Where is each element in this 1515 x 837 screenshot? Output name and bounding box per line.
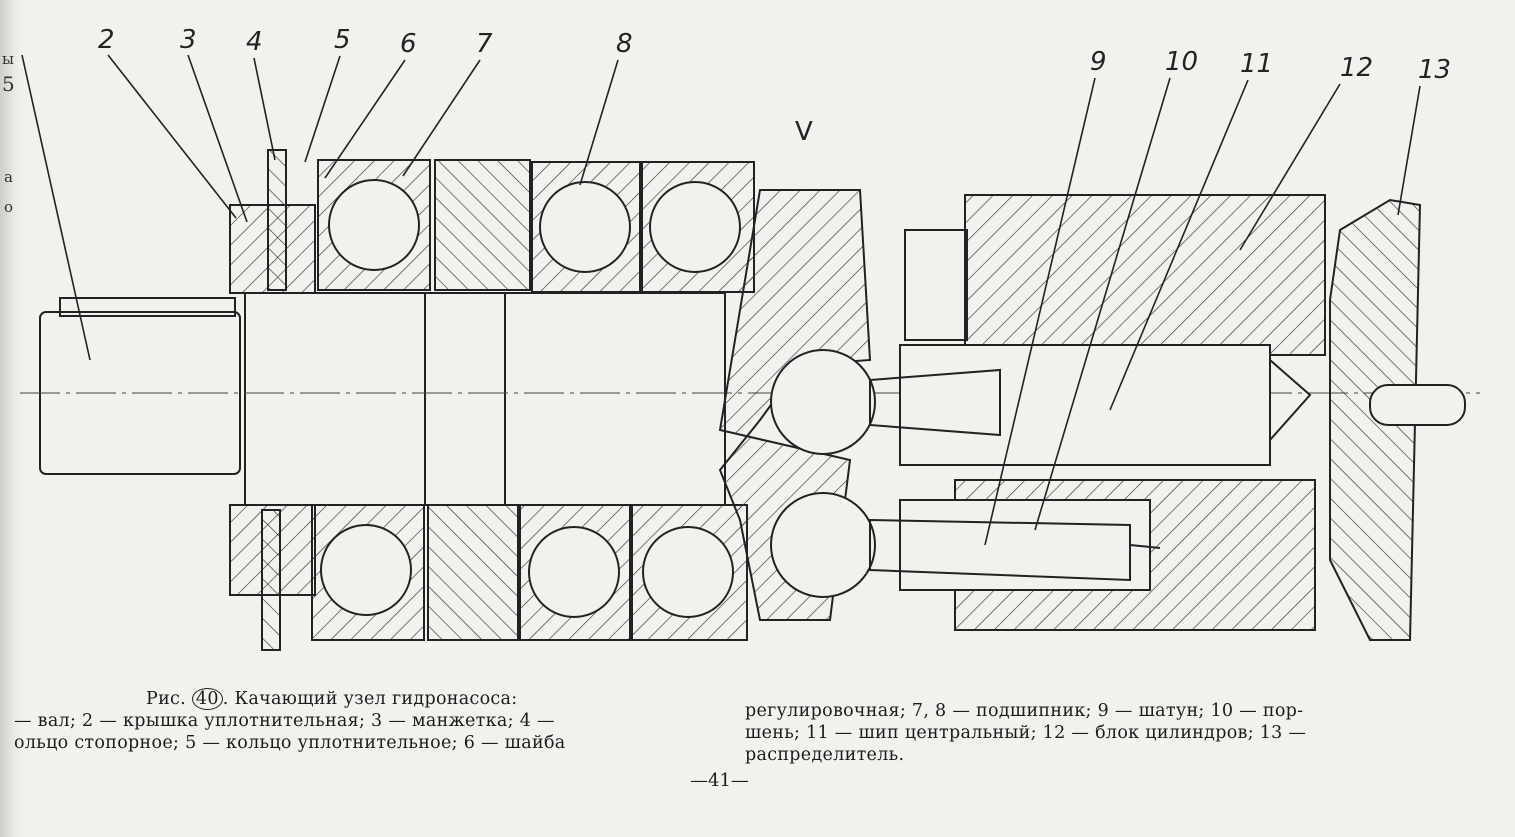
drive-flange [718,189,876,621]
caption-legend-right: регулировочная; 7, 8 — подшипник; 9 — ша… [745,700,1306,766]
caption-legend-left: — вал; 2 — крышка уплотнительная; 3 — ма… [14,710,566,754]
bearing-upper-row [317,159,755,293]
caption-line: шень; 11 — шип центральный; 12 — блок ци… [745,723,1307,743]
edge-fragment: а [4,168,13,186]
part-number-9: 9 [1090,47,1107,77]
part-number-3: 3 [180,25,197,55]
figure-caption-title: Рис. 40. Качающий узел гидронасоса: [146,688,518,710]
edge-fragment: о [4,198,14,216]
scan-binding-edge [0,0,22,837]
bearing-lower-row [311,504,748,641]
caption-title-text: Качающий узел гидронасоса: [234,689,518,709]
distributor [1329,198,1466,641]
caption-line: — вал; 2 — крышка уплотнительная; 3 — ма… [14,711,555,731]
part-number-5: 5 [334,25,351,55]
part-number-6: 6 [400,29,417,59]
view-label: V [795,117,813,147]
part-number-7: 7 [476,29,493,59]
part-number-11: 11 [1240,49,1273,79]
part-number-4: 4 [246,27,263,57]
part-number-10: 10 [1165,47,1198,77]
part-number-13: 13 [1418,55,1451,85]
caption-line: распределитель. [745,745,905,765]
piston-rod [869,368,1161,582]
edge-fragment: ы [2,50,14,68]
caption-figure-number: 40 [191,688,223,710]
part-leaders: 2 3 4 5 6 7 8 V 9 10 11 12 13 [21,25,1451,546]
drive-shaft [39,292,726,506]
part-number-2: 2 [98,25,115,55]
part-number-8: 8 [616,29,633,59]
edge-fragment: 5 [2,72,15,96]
seal-cover-assembly [229,149,316,651]
caption-prefix: Рис. [146,689,187,709]
page-number: —41— [690,770,749,791]
part-number-12: 12 [1340,53,1373,83]
cylinder-block [899,194,1326,631]
caption-line: ольцо стопорное; 5 — кольцо уплотнительн… [14,733,566,753]
caption-line: регулировочная; 7, 8 — подшипник; 9 — ша… [745,701,1304,721]
